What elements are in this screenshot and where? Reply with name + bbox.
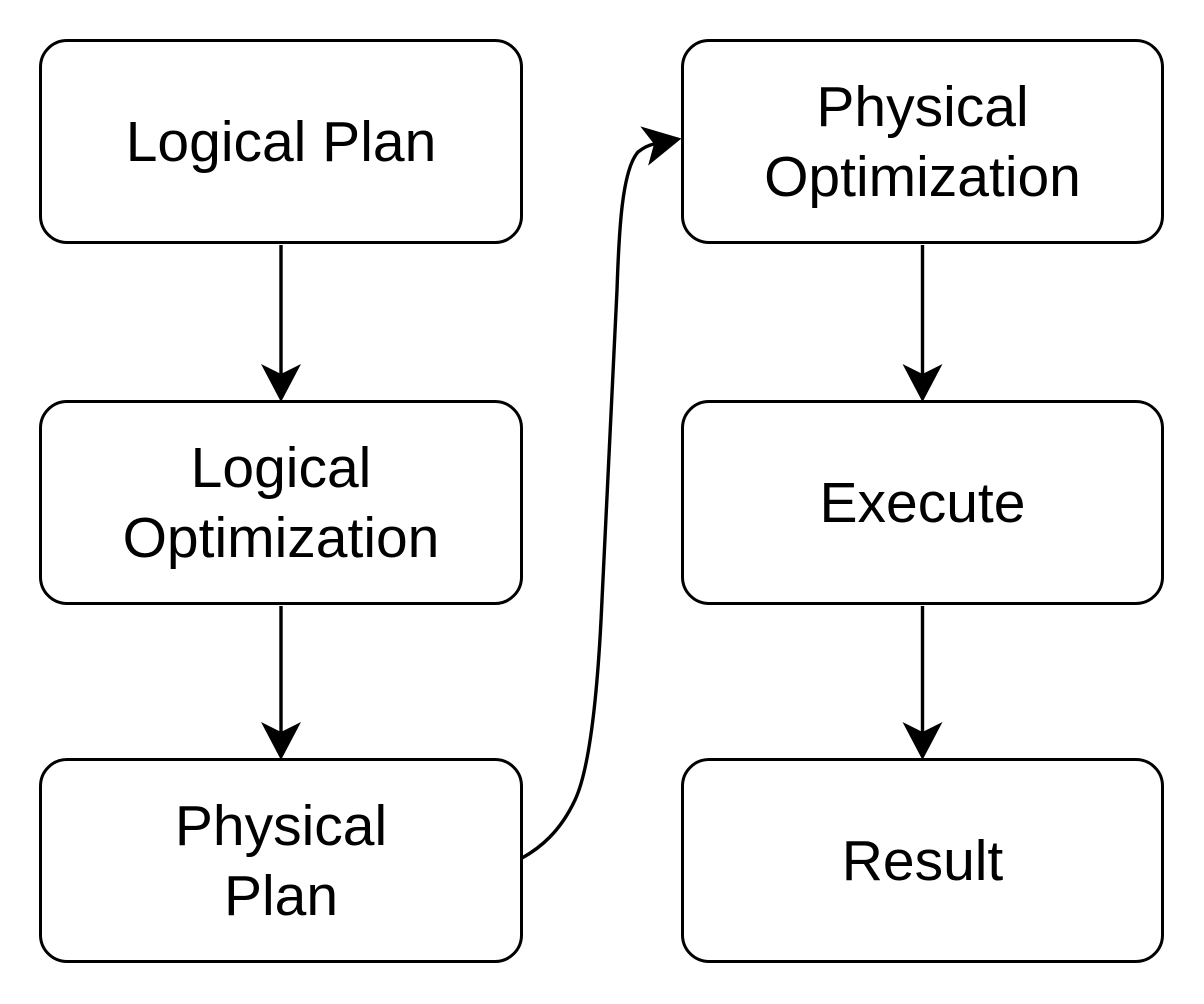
node-logical-plan: Logical Plan: [39, 39, 523, 244]
node-physical-plan: Physical Plan: [39, 758, 523, 963]
node-label-line: Physical: [816, 74, 1029, 139]
node-label-line: Execute: [819, 470, 1026, 535]
node-result: Result: [681, 758, 1164, 963]
node-logical-optimization: Logical Optimization: [39, 400, 523, 605]
node-label-line: Logical: [190, 435, 372, 500]
node-label-line: Optimization: [764, 144, 1081, 209]
node-physical-optimization: Physical Optimization: [681, 39, 1164, 244]
node-execute: Execute: [681, 400, 1164, 605]
node-label-line: Plan: [223, 863, 339, 928]
node-label-line: Physical: [174, 793, 388, 858]
node-label-line: Result: [841, 828, 1004, 893]
arrow-physical-plan-to-physical-optimization: [521, 126, 682, 860]
node-label-line: Optimization: [122, 505, 440, 570]
node-label-line: Logical Plan: [125, 109, 437, 174]
